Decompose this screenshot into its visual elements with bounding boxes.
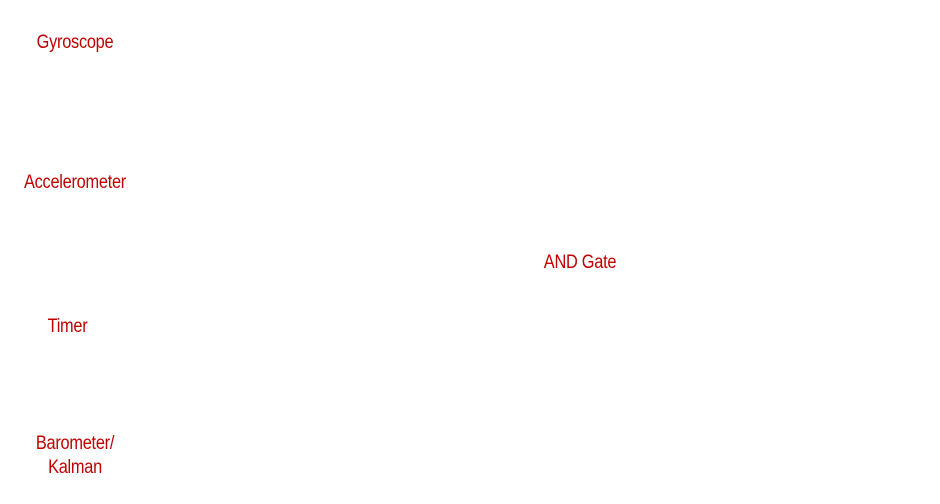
barometer-kalman-label: Barometer/ Kalman <box>11 432 140 480</box>
and-gate-label: AND Gate <box>543 252 617 273</box>
accelerometer-label: Accelerometer <box>24 172 126 193</box>
barometer-kalman-line-2: Kalman <box>48 457 102 478</box>
barometer-kalman-line-1: Barometer/ <box>35 433 115 454</box>
timer-label: Timer <box>47 316 88 337</box>
gyroscope-label: Gyroscope <box>36 32 114 53</box>
